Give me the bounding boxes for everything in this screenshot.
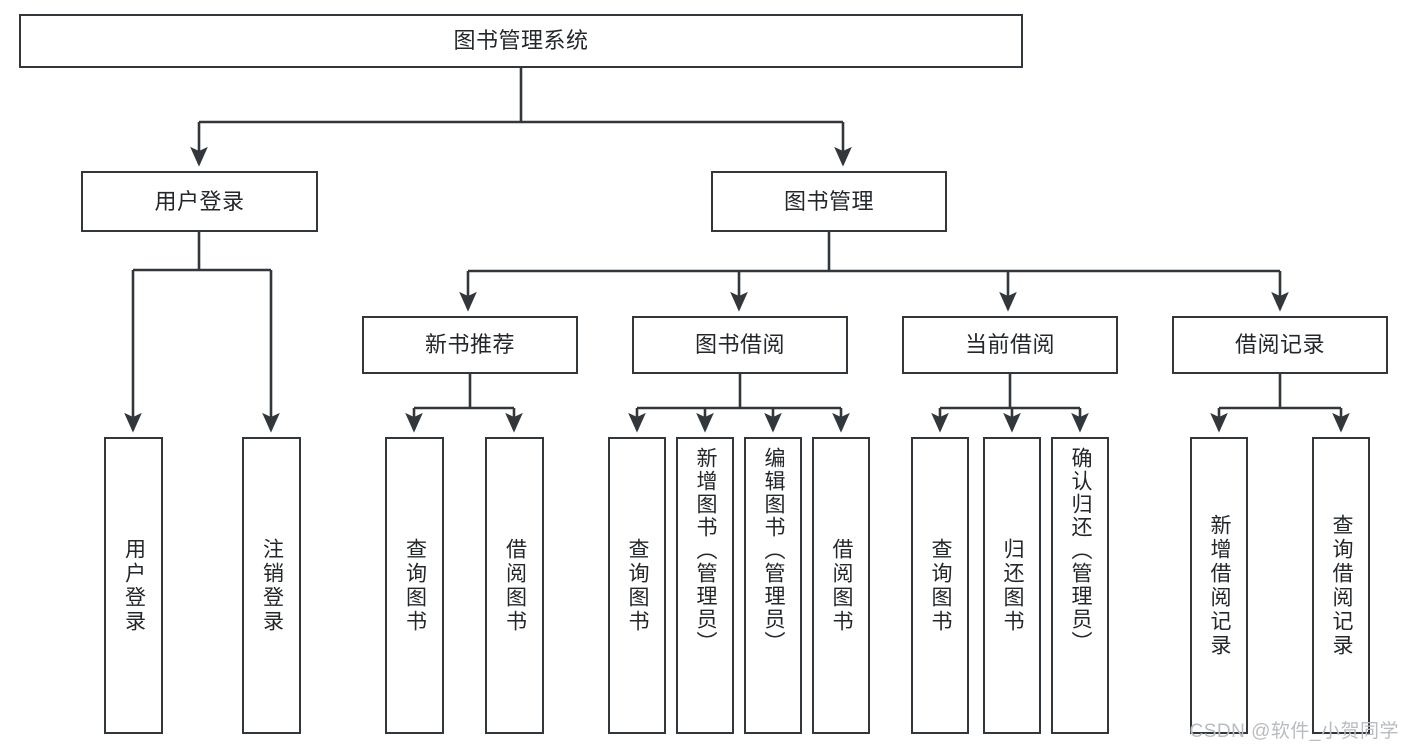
csdn-watermark: CSDN @软件_小贺同学 [1189, 721, 1399, 742]
node-root[interactable]: 图书管理系统 [19, 14, 1023, 68]
node-leaf-user-login[interactable]: 用户登录 [104, 437, 163, 734]
node-leaf-return-book[interactable]: 归还图书 [983, 437, 1041, 734]
node-leaf-query-book-1-label: 查询图书 [403, 537, 427, 634]
node-new-book-recommend-label: 新书推荐 [424, 332, 515, 357]
node-leaf-query-book-1[interactable]: 查询图书 [385, 437, 444, 734]
node-root-label: 图书管理系统 [453, 28, 589, 53]
node-leaf-query-book-3[interactable]: 查询图书 [911, 437, 969, 734]
node-leaf-borrow-book-2-label: 借阅图书 [830, 537, 853, 634]
node-leaf-edit-book-label: 编辑图书（管理员） [762, 447, 785, 654]
node-new-book-recommend[interactable]: 新书推荐 [362, 316, 578, 374]
node-user-login[interactable]: 用户登录 [81, 171, 318, 232]
node-leaf-edit-book[interactable]: 编辑图书（管理员） [744, 437, 802, 734]
node-leaf-query-record-label: 查询借阅记录 [1330, 513, 1353, 658]
node-leaf-query-book-2[interactable]: 查询图书 [608, 437, 666, 734]
node-leaf-add-book-label: 新增图书（管理员） [694, 447, 717, 654]
node-leaf-query-book-2-label: 查询图书 [626, 537, 649, 634]
node-current-borrow[interactable]: 当前借阅 [902, 316, 1118, 374]
node-book-borrow[interactable]: 图书借阅 [632, 316, 848, 374]
node-book-manage[interactable]: 图书管理 [711, 171, 947, 232]
node-book-manage-label: 图书管理 [783, 188, 874, 214]
node-leaf-confirm-return[interactable]: 确认归还（管理员） [1051, 437, 1109, 734]
node-leaf-user-login-label: 用户登录 [122, 537, 146, 634]
node-leaf-query-book-3-label: 查询图书 [929, 537, 952, 634]
node-leaf-add-record[interactable]: 新增借阅记录 [1190, 437, 1248, 734]
node-borrow-record[interactable]: 借阅记录 [1172, 316, 1388, 374]
node-leaf-confirm-return-label: 确认归还（管理员） [1069, 447, 1092, 654]
node-current-borrow-label: 当前借阅 [964, 332, 1055, 357]
node-leaf-return-book-label: 归还图书 [1001, 537, 1024, 634]
node-leaf-user-logout-label: 注销登录 [260, 537, 284, 634]
node-borrow-record-label: 借阅记录 [1234, 332, 1325, 357]
node-leaf-borrow-book-1-label: 借阅图书 [503, 537, 527, 634]
node-leaf-borrow-book-2[interactable]: 借阅图书 [812, 437, 870, 734]
node-user-login-label: 用户登录 [154, 188, 245, 214]
node-leaf-add-record-label: 新增借阅记录 [1208, 513, 1231, 658]
node-book-borrow-label: 图书借阅 [694, 332, 785, 357]
node-leaf-query-record[interactable]: 查询借阅记录 [1312, 437, 1370, 734]
node-leaf-add-book[interactable]: 新增图书（管理员） [676, 437, 734, 734]
node-leaf-user-logout[interactable]: 注销登录 [242, 437, 301, 734]
node-leaf-borrow-book-1[interactable]: 借阅图书 [485, 437, 544, 734]
